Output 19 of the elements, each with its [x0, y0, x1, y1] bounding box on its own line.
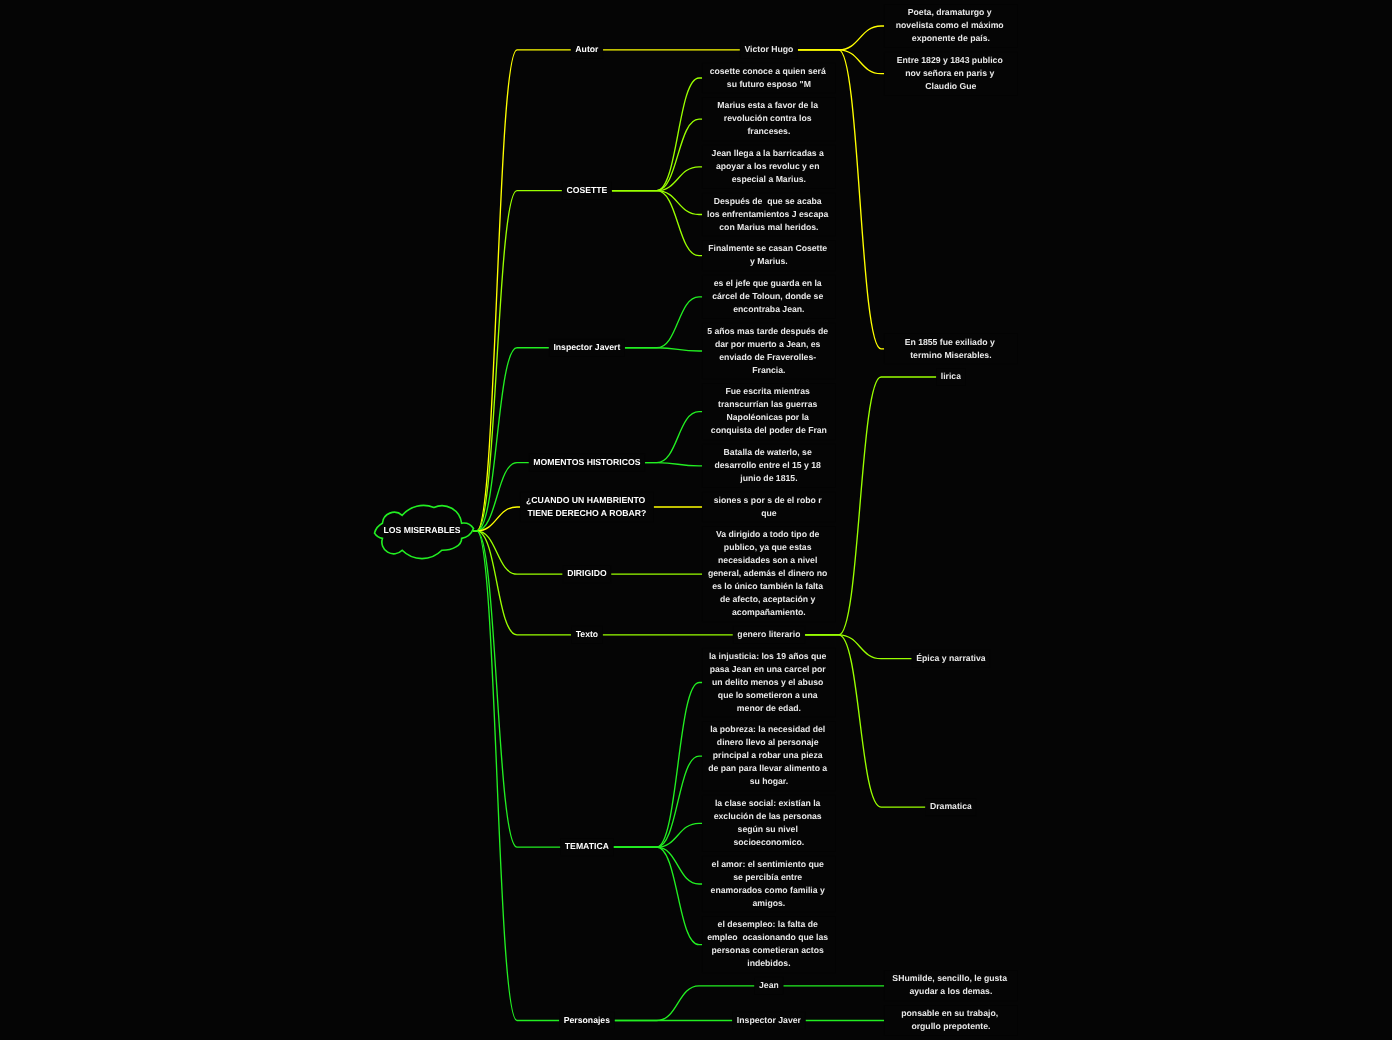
connector: [472, 530, 572, 636]
connector: [782, 985, 885, 987]
connector: [612, 846, 703, 946]
connector: [602, 49, 741, 51]
connector: [611, 190, 703, 257]
connector: [472, 190, 563, 532]
connector: [610, 573, 703, 575]
connector: [472, 347, 550, 532]
connector: [644, 461, 703, 467]
connector: [624, 347, 703, 352]
connector: [797, 49, 885, 350]
connector: [601, 634, 734, 636]
connector: [652, 506, 703, 508]
connector: [613, 985, 756, 1022]
connector: [472, 530, 561, 1022]
connector: [804, 1019, 885, 1022]
connector: [804, 634, 927, 808]
connector: [472, 49, 572, 532]
connector: [613, 1019, 734, 1022]
